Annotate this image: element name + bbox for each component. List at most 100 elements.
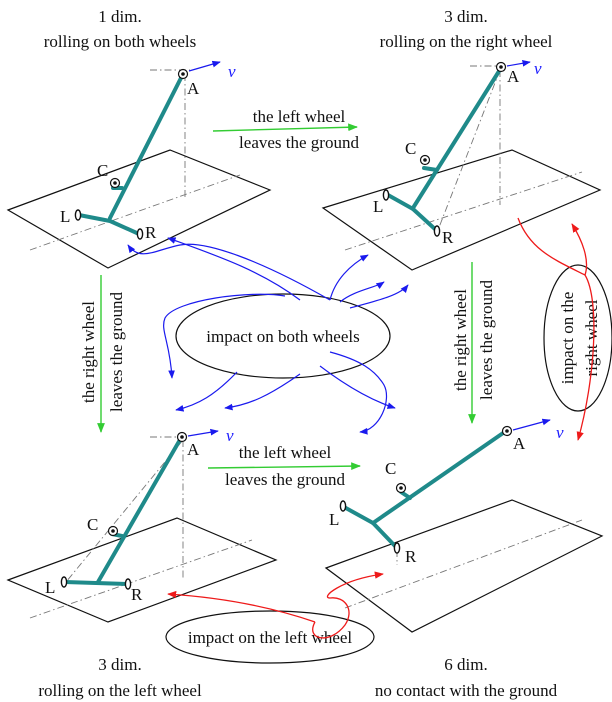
joint-a xyxy=(176,431,188,443)
velocity-label: v xyxy=(534,59,542,78)
impact-label: impact on the left wheel xyxy=(188,628,353,647)
blue-arrow xyxy=(349,284,409,309)
rod-axle xyxy=(63,580,129,586)
blue-arrow xyxy=(329,351,388,435)
label-c: C xyxy=(97,161,108,180)
impact-both-wheels: impact on both wheels xyxy=(127,237,409,435)
transition-label-line2: leaves the ground xyxy=(225,470,345,489)
transition-label-line2: leaves the ground xyxy=(239,133,359,152)
label-r: R xyxy=(442,228,454,247)
state-bottom-left-dim: 3 dim. xyxy=(98,655,141,674)
state-bottom-right-desc: no contact with the ground xyxy=(375,681,558,700)
state-bottom-right-dim: 6 dim. xyxy=(444,655,487,674)
blue-arrow xyxy=(167,237,301,301)
wheel-right xyxy=(433,225,441,237)
label-c: C xyxy=(87,515,98,534)
transition-top-horizontal: the left wheel leaves the ground xyxy=(212,107,359,152)
state-top-right: 3 dim. rolling on the right wheel v A C … xyxy=(321,7,602,271)
rod-axle-left xyxy=(342,505,375,525)
red-arrow xyxy=(167,590,316,623)
red-arrow xyxy=(312,571,384,639)
blue-arrow xyxy=(127,243,331,301)
transition-bottom-horizontal: the left wheel leaves the ground xyxy=(207,443,361,489)
axis-line xyxy=(65,439,184,583)
state-top-left-desc: rolling on both wheels xyxy=(44,32,197,51)
axis-line xyxy=(344,519,583,609)
axis-line xyxy=(29,539,253,619)
axis-line xyxy=(344,171,583,251)
velocity-label: v xyxy=(228,62,236,81)
joint-c xyxy=(419,154,431,166)
wheel-right xyxy=(124,578,132,590)
transition-label-line2: leaves the ground xyxy=(107,292,126,412)
impact-label-line1: impact on the xyxy=(558,292,577,385)
wheel-left xyxy=(60,576,68,588)
wheel-right xyxy=(136,228,144,240)
impact-ellipse xyxy=(165,610,375,664)
label-l: L xyxy=(45,578,55,597)
rod-axle-left xyxy=(386,193,415,211)
blue-arrow xyxy=(319,365,396,409)
blue-arrow xyxy=(163,293,286,379)
label-a: A xyxy=(187,79,200,98)
joint-a xyxy=(177,68,189,80)
velocity-label: v xyxy=(556,423,564,442)
wheel-right xyxy=(393,542,401,554)
label-l: L xyxy=(329,510,339,529)
joint-a xyxy=(501,425,513,437)
rod-body xyxy=(411,66,503,210)
joint-c xyxy=(395,482,407,494)
impact-label-line2: right wheel xyxy=(582,299,601,376)
state-bottom-right: 6 dim. no contact with the ground v A C … xyxy=(324,418,604,700)
wheel-left xyxy=(382,189,390,201)
velocity-arrow xyxy=(506,59,531,67)
ground-plane xyxy=(321,149,602,271)
rod-c xyxy=(399,490,412,500)
rod-axle-left xyxy=(77,213,112,223)
velocity-arrow xyxy=(187,428,219,437)
impact-label: impact on both wheels xyxy=(206,327,359,346)
impact-right-wheel: impact on the right wheel xyxy=(517,217,612,441)
transition-label-line1: the right wheel xyxy=(79,301,98,403)
velocity-label: v xyxy=(226,426,234,445)
state-top-left-dim: 1 dim. xyxy=(98,7,141,26)
blue-arrow xyxy=(224,373,301,411)
label-a: A xyxy=(507,67,520,86)
transition-label-line1: the left wheel xyxy=(253,107,346,126)
blue-arrow xyxy=(339,281,385,303)
rod-c xyxy=(422,166,439,172)
velocity-arrow xyxy=(512,418,551,431)
label-l: L xyxy=(60,207,70,226)
transition-label-line1: the left wheel xyxy=(239,443,332,462)
green-arrow xyxy=(212,123,358,132)
rod-body xyxy=(96,436,183,584)
label-a: A xyxy=(513,434,526,453)
transition-right-vertical: the right wheel leaves the ground xyxy=(451,262,496,424)
ground-plane xyxy=(6,517,278,623)
wheel-left xyxy=(339,500,347,512)
label-r: R xyxy=(145,223,157,242)
state-top-left: 1 dim. rolling on both wheels v A C L R xyxy=(6,7,272,269)
green-arrow xyxy=(207,462,361,471)
joint-c xyxy=(107,525,119,537)
joint-a xyxy=(495,61,507,73)
label-a: A xyxy=(187,440,200,459)
joint-c xyxy=(109,177,121,189)
label-r: R xyxy=(405,547,417,566)
ground-plane xyxy=(324,499,604,633)
label-c: C xyxy=(405,139,416,158)
rod-axle-right xyxy=(108,219,141,236)
blue-arrow xyxy=(175,371,238,412)
rod-axle-right xyxy=(411,207,438,232)
rod-body xyxy=(108,72,185,220)
state-top-right-desc: rolling on the right wheel xyxy=(380,32,553,51)
rod-axle-right xyxy=(371,521,398,549)
label-l: L xyxy=(373,197,383,216)
impact-left-wheel: impact on the left wheel xyxy=(165,571,384,664)
impact-ellipse xyxy=(175,293,391,379)
transition-label-line1: the right wheel xyxy=(451,289,470,391)
label-r: R xyxy=(131,585,143,604)
ground-plane xyxy=(6,149,272,269)
transition-label-line2: leaves the ground xyxy=(477,280,496,400)
